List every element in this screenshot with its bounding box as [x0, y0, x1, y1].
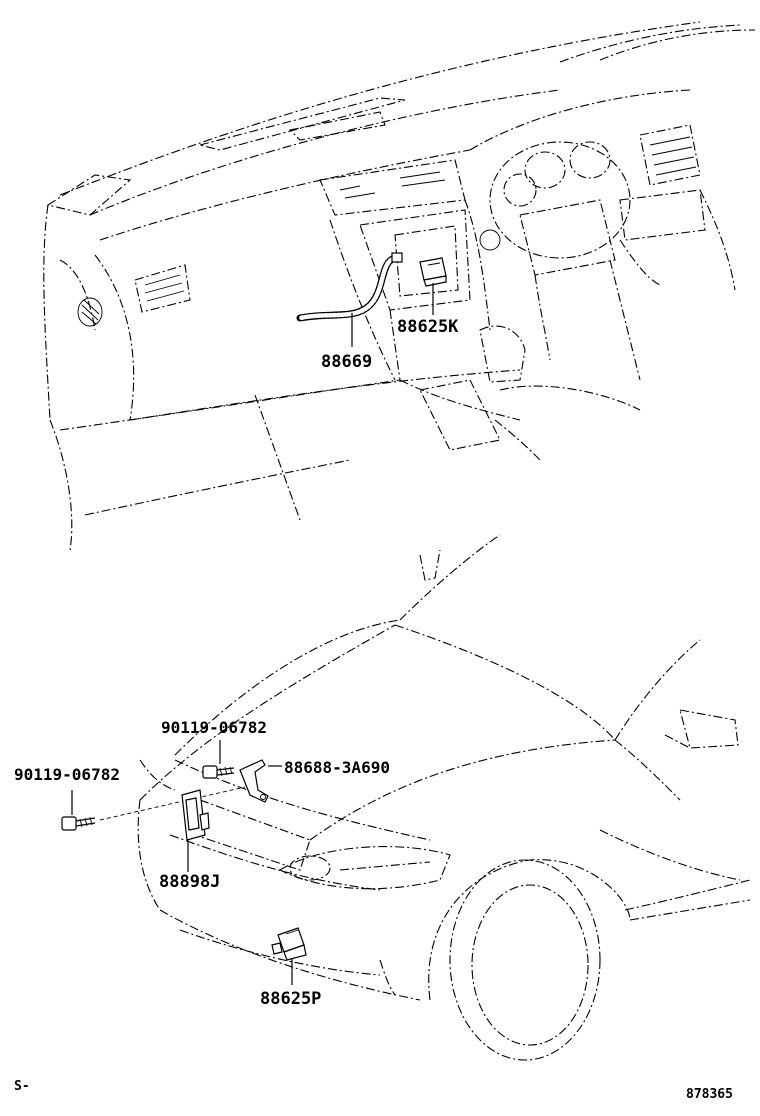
label-88625K: 88625K	[397, 317, 459, 337]
diagram-number: 878365	[686, 1087, 733, 1102]
footer-left-mark: S-	[14, 1079, 30, 1094]
label-88898J: 88898J	[159, 872, 220, 892]
label-88688-3A690: 88688-3A690	[284, 758, 390, 777]
bracket-88688-3A690	[239, 759, 282, 803]
label-88625P: 88625P	[260, 989, 321, 1009]
wire-harness-88669	[296, 252, 403, 347]
label-90119-06782-left: 90119-06782	[14, 765, 120, 784]
label-90119-06782-upper: 90119-06782	[161, 718, 267, 737]
sensor-88625K	[419, 257, 447, 315]
sensor-88625P	[271, 927, 307, 985]
bolt-90119-06782-upper	[202, 740, 235, 779]
label-88669: 88669	[321, 352, 372, 372]
dashboard-illustration	[43, 21, 756, 551]
sensor-88898J	[181, 789, 210, 872]
vehicle-illustration	[137, 534, 751, 1061]
bolt-90119-06782-left	[61, 786, 246, 831]
